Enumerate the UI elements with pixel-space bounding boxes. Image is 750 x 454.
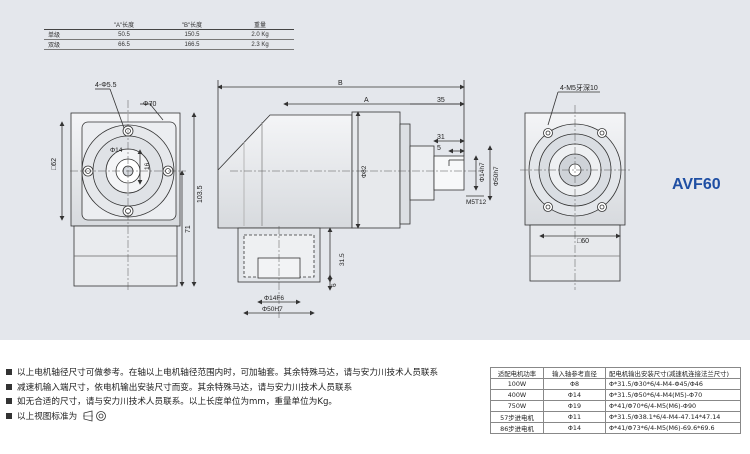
table-row: 100W Φ8 Φ*31.5/Φ30*6/4-M4-Φ45/Φ46 [490, 378, 741, 390]
dim-5: 5 [437, 145, 441, 152]
dim-16: 16 [144, 162, 151, 170]
dim-31: 31 [437, 134, 445, 141]
technical-drawing: 4-Φ5.5 Φ70 □62 16 Φ14 103.5 71 [51, 80, 632, 320]
bullet-icon [6, 383, 12, 390]
front-view [59, 88, 197, 292]
dim-6: 6 [331, 283, 338, 287]
dim-phi14f6: Φ14F6 [264, 295, 284, 302]
dim-103-5: 103.5 [197, 185, 204, 203]
table-row: 750W Φ19 Φ*41/Φ70*6/4-M5(M6)-Φ90 [490, 400, 741, 412]
note-item: 以上视图标准为 [6, 409, 438, 425]
table-row: 400W Φ14 Φ*31.5/Φ50*6/4-M4(M5)-Φ70 [490, 389, 741, 401]
table-row: 57步进电机 Φ11 Φ*31.5/Φ38.1*6/4-M4-47.14*47.… [490, 411, 741, 423]
projection-symbol-icon [82, 409, 106, 422]
dim-holes-end: 4-M5牙深10 [560, 83, 598, 92]
dim-phi50h7-vertical: Φ50h7 [493, 166, 500, 186]
notes: 以上电机轴径尺寸可做参考。在轴以上电机轴径范围内时，可加轴套。其余特殊马达，请与… [6, 366, 438, 424]
bullet-icon [6, 398, 12, 404]
note-item: 以上电机轴径尺寸可做参考。在轴以上电机轴径范围内时，可加轴套。其余特殊马达，请与… [6, 366, 438, 381]
dim-phi50h7-horizontal: Φ50H7 [262, 306, 283, 313]
table-header-row: "A"长度 "B"长度 重量 [44, 20, 294, 30]
side-view [217, 80, 493, 320]
dim-pcd-front: Φ70 [143, 101, 156, 108]
note-item: 减速机输入端尺寸，依电机输出安装尺寸而变。其余特殊马达，请与安力川技术人员联系 [6, 381, 438, 396]
length-weight-table: "A"长度 "B"长度 重量 单级 50.5 150.5 2.0 Kg 双级 6… [44, 20, 294, 50]
dim-B: B [338, 80, 343, 87]
table-row: 双级 66.5 166.5 2.3 Kg [44, 39, 294, 50]
end-view [520, 91, 632, 290]
dim-holes-front: 4-Φ5.5 [95, 82, 117, 89]
dim-31-5: 31.5 [339, 253, 346, 266]
dim-phi82: Φ82 [361, 165, 368, 178]
bullet-icon [6, 412, 12, 419]
dim-A: A [364, 97, 369, 104]
model-name: AVF60 [672, 176, 721, 193]
dim-71: 71 [185, 225, 192, 233]
table-row: 单级 50.5 150.5 2.0 Kg [44, 29, 294, 40]
dim-35: 35 [437, 97, 445, 104]
note-item: 如无合适的尺寸，请与安力川技术人员联系。以上长度单位为mm，重量单位为Kg。 [6, 395, 438, 410]
dim-shaft-front: Φ14 [110, 147, 123, 154]
table-header-row: 适配电机功率 输入轴参考直径 配电机输出安装尺寸(减速机连接法兰尺寸) [490, 367, 741, 379]
motor-adapter-table: 适配电机功率 输入轴参考直径 配电机输出安装尺寸(减速机连接法兰尺寸) 100W… [490, 367, 741, 434]
dim-m5t12: M5T12 [466, 199, 487, 206]
dim-phi14h7: Φ14h7 [479, 162, 486, 182]
dim-square-end: □60 [577, 238, 589, 245]
table-row: 86步进电机 Φ14 Φ*41/Φ73*6/4-M5(M6)-69.6*69.6 [490, 422, 741, 434]
bullet-icon [6, 369, 12, 375]
dim-square-front: □62 [51, 158, 58, 170]
